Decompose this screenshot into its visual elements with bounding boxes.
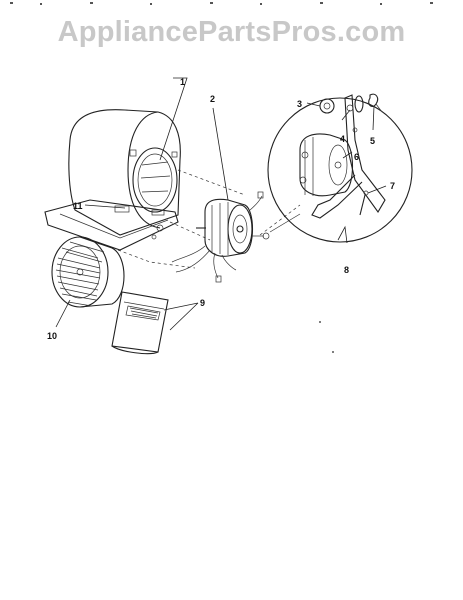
watermark-logo: AppliancePartsPros.com (57, 16, 406, 48)
callout-5: 5 (370, 136, 375, 146)
stray-mark (319, 321, 321, 323)
callout-7: 7 (390, 181, 395, 191)
callout-11: 11 (73, 201, 83, 211)
assembly-lines (117, 169, 301, 269)
blower-wheel (51, 236, 125, 308)
callout-labels: 1 2 3 4 5 6 7 8 9 10 11 (47, 77, 395, 341)
callout-9: 9 (200, 298, 205, 308)
callout-2: 2 (210, 94, 215, 104)
callout-1: 1 (180, 77, 185, 87)
leader-lines (55, 77, 387, 331)
callout-3: 3 (297, 99, 302, 109)
stray-mark (332, 351, 334, 353)
cutoff-plate (111, 291, 169, 355)
callout-8: 8 (344, 265, 349, 275)
blower-housing (44, 109, 181, 251)
blower-motor (171, 191, 270, 283)
callout-6: 6 (354, 152, 359, 162)
scan-edge-marks (10, 2, 433, 5)
callout-4: 4 (340, 134, 345, 144)
callout-10: 10 (47, 331, 57, 341)
detail-circle (267, 93, 413, 243)
